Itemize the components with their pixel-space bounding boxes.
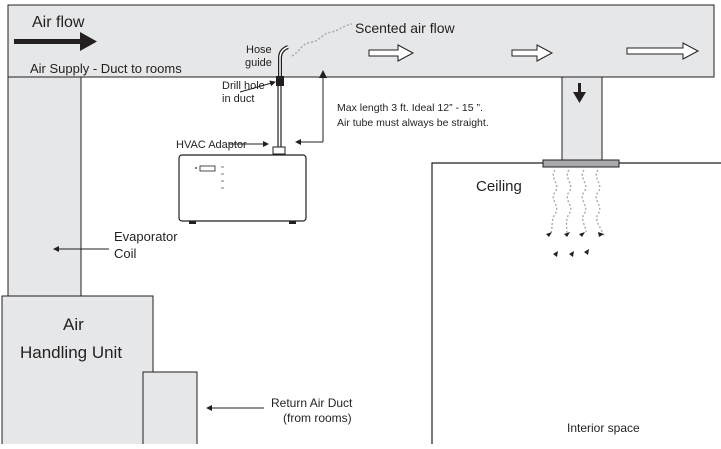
scented-air-flow-label: Scented air flow [355, 20, 455, 36]
air-supply-label: Air Supply - Duct to rooms [30, 61, 182, 76]
interior-room [431, 162, 721, 446]
scent-flow-arrow-1 [368, 44, 415, 62]
drill-hole [276, 76, 284, 86]
air-flow-arrow [14, 32, 97, 51]
ahu-label-1: Air [63, 315, 84, 334]
hvac-adaptor-label: HVAC Adaptor [176, 139, 247, 151]
max-length-label-2: Air tube must always be straight. [337, 117, 489, 129]
evaporator-label-2: Coil [114, 246, 137, 261]
scent-arrowheads [546, 232, 604, 257]
hvac-adaptor [272, 146, 286, 155]
drill-hole-label-1: Drill hole [222, 80, 265, 92]
return-air-label-1: Return Air Duct [271, 396, 353, 410]
air-flow-label: Air flow [32, 14, 85, 31]
scent-flow-arrow-3 [626, 42, 700, 60]
air-handling-unit [1, 295, 154, 447]
ceiling-label: Ceiling [476, 178, 522, 195]
evaporator-label-1: Evaporator [114, 229, 178, 244]
scent-flow-arrow-2 [511, 44, 554, 62]
branch-duct [561, 76, 603, 161]
supply-duct [7, 4, 715, 78]
return-air-duct [142, 371, 198, 447]
interior-space-label: Interior space [567, 421, 640, 435]
drill-hole-label-2: in duct [222, 93, 254, 105]
return-air-label-2: (from rooms) [283, 411, 352, 425]
max-length-label-1: Max length 3 ft. Ideal 12” - 15 ”. [337, 102, 483, 114]
ceiling-diffuser [542, 159, 620, 168]
drill-hole-pointer [239, 80, 276, 93]
hose-guide-label-2: guide [245, 57, 272, 69]
scent-diffusion [550, 169, 605, 237]
evaporator-coil [7, 76, 82, 297]
scent-diffuser-device [178, 154, 307, 224]
scent-wisp-duct [291, 23, 353, 57]
hose-guide-label-1: Hose [246, 44, 272, 56]
ahu-label-2: Handling Unit [20, 343, 122, 362]
down-arrow [573, 83, 586, 103]
